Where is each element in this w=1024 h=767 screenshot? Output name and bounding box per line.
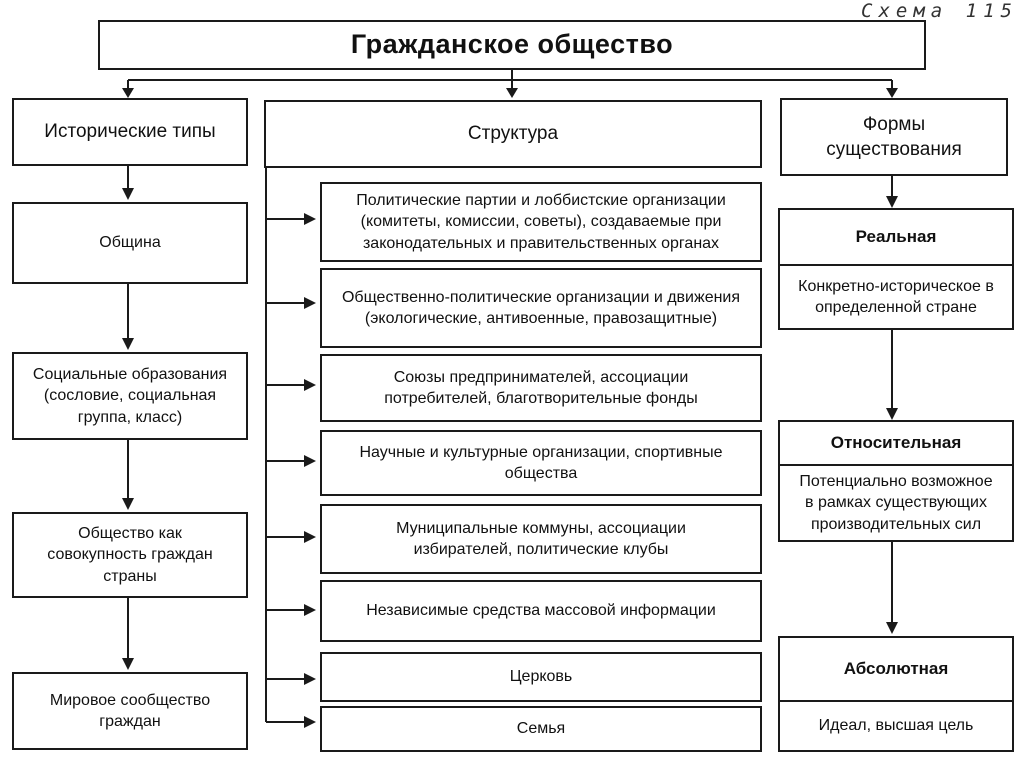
structure-node: Общественно-политические организации и д… [320, 268, 762, 348]
structure-label: Структура [467, 123, 559, 145]
historical-types-label: Исторические типы [44, 121, 216, 143]
historical-type-label: Общество как совокупность граждан страны [47, 525, 213, 585]
form-title: Реальная [855, 226, 937, 246]
forms-label: Формы существования [826, 113, 962, 160]
historical-type-node: Мировое сообщество граждан [12, 672, 248, 750]
structure-label: Церковь [509, 668, 573, 686]
structure-label: Семья [516, 720, 566, 738]
root-title: Гражданское общество [350, 29, 674, 60]
structure-label: Общественно-политические организации и д… [341, 288, 741, 327]
structure-node: Муниципальные коммуны, ассоциации избира… [320, 504, 762, 574]
structure-node: Научные и культурные организации, спорти… [320, 430, 762, 496]
historical-type-label: Община [99, 234, 161, 252]
form-node-real: Реальная Конкретно-историческое в опреде… [778, 208, 1014, 330]
forms-header: Формы существования [780, 98, 1008, 176]
form-description: Конкретно-историческое в определенной ст… [798, 277, 994, 316]
structure-node: Семья [320, 706, 762, 752]
structure-label: Независимые средства массовой информации [366, 602, 716, 620]
structure-header: Структура [264, 100, 762, 168]
historical-type-node: Социальные образования (сословие, социал… [12, 352, 248, 440]
diagram-caption: Схема 115 [861, 0, 1018, 22]
historical-type-node: Община [12, 202, 248, 284]
form-title: Относительная [830, 432, 962, 452]
historical-type-label: Социальные образования (сословие, социал… [32, 366, 228, 426]
structure-node: Политические партии и лоббистские органи… [320, 182, 762, 262]
structure-node: Союзы предпринимателей, ассоциации потре… [320, 354, 762, 422]
structure-label: Политические партии и лоббистские органи… [356, 192, 726, 252]
form-title: Абсолютная [843, 658, 949, 678]
form-description: Идеал, высшая цель [818, 717, 974, 735]
structure-label: Союзы предпринимателей, ассоциации потре… [384, 368, 698, 407]
form-description: Потенциально возможное в рамках существу… [799, 473, 993, 533]
historical-type-node: Общество как совокупность граждан страны [12, 512, 248, 598]
historical-type-label: Мировое сообщество граждан [49, 691, 211, 730]
root-node: Гражданское общество [98, 20, 926, 70]
structure-node: Независимые средства массовой информации [320, 580, 762, 642]
structure-label: Научные и культурные организации, спорти… [359, 443, 723, 482]
form-node-absolute: Абсолютная Идеал, высшая цель [778, 636, 1014, 752]
historical-types-header: Исторические типы [12, 98, 248, 166]
form-node-relative: Относительная Потенциально возможное в р… [778, 420, 1014, 542]
structure-label: Муниципальные коммуны, ассоциации избира… [396, 519, 686, 558]
structure-node: Церковь [320, 652, 762, 702]
